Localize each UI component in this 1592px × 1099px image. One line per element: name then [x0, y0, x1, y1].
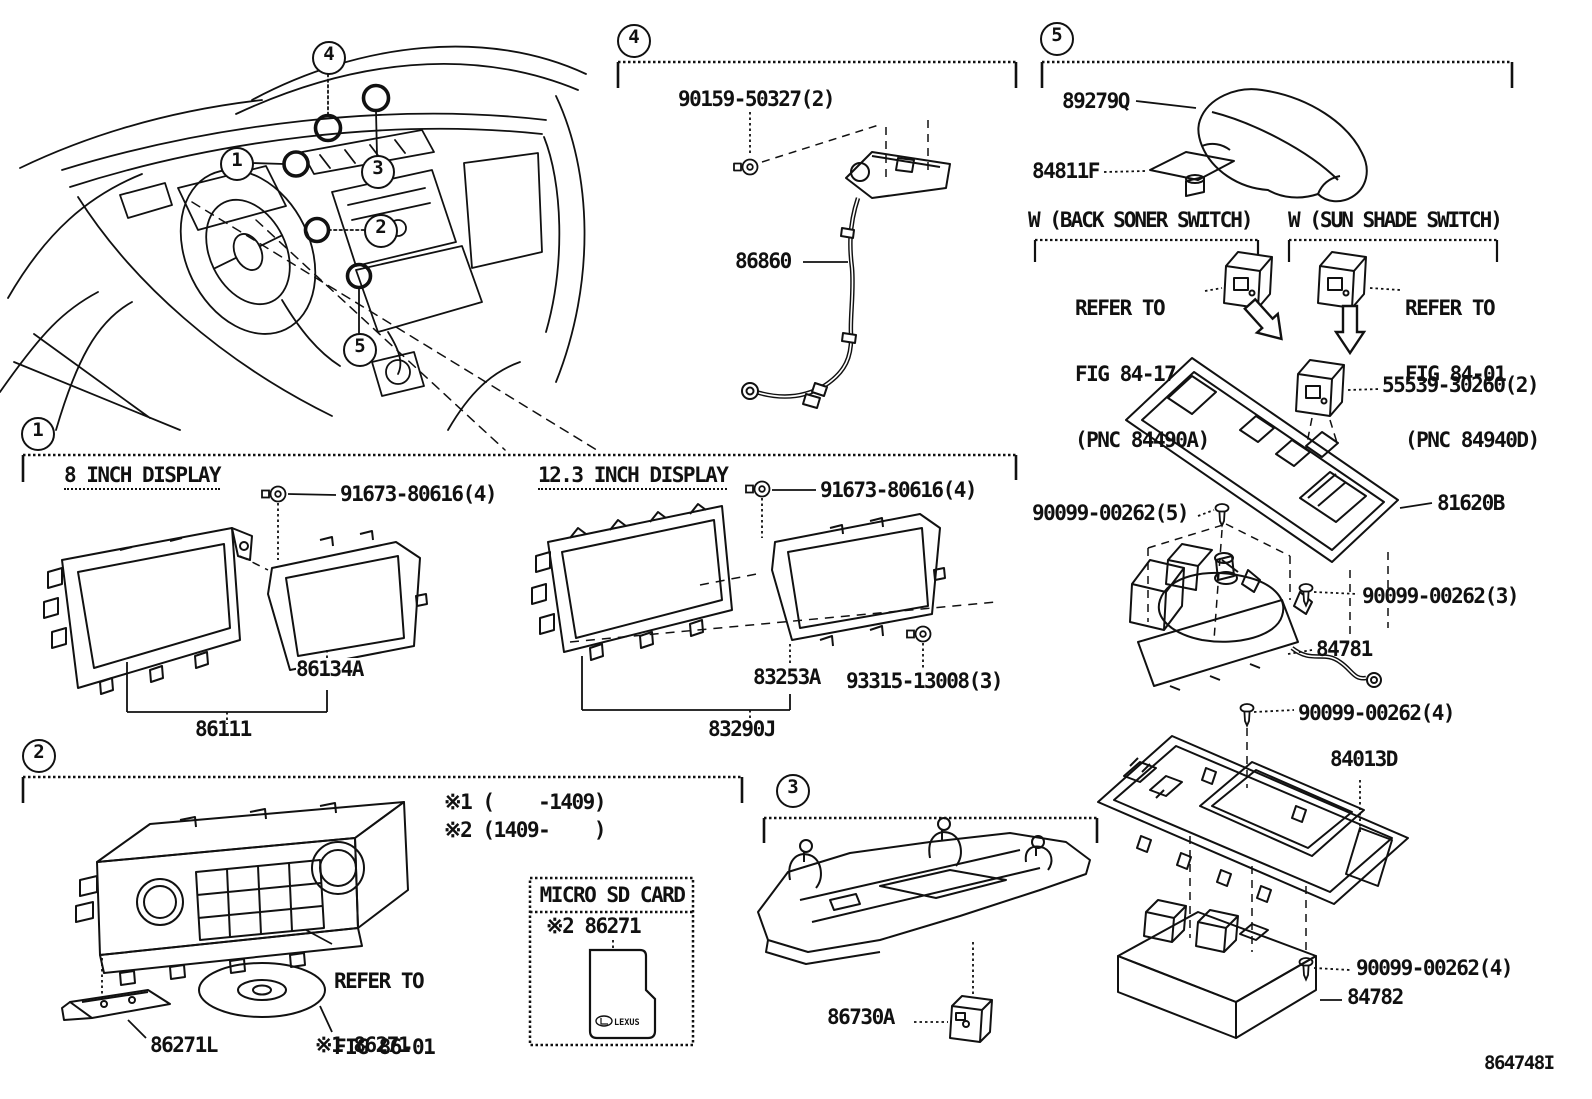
refer-line: FIG 86-01 — [334, 1035, 436, 1059]
refer-line: REFER TO — [1075, 296, 1166, 320]
section-4-number: 4 — [617, 24, 651, 58]
bracket-86271L-drawing — [61, 958, 171, 1039]
screw-90099-00262-3 — [1298, 583, 1359, 607]
arrow-down-icon — [1334, 304, 1366, 355]
console-tray-84013D-drawing — [1097, 735, 1409, 952]
part-label-86271-disc: ※1 86271 — [315, 1033, 411, 1057]
screw-90099-00262-5 — [1197, 503, 1230, 641]
figure-id: 864748I — [1484, 1052, 1555, 1074]
refer-note-fig84-01: REFER TO FIG 84-01 (PNC 84940D) — [1405, 253, 1540, 473]
part-label-90159: 90159-50327(2) — [678, 87, 836, 111]
refer-line: REFER TO — [334, 969, 425, 993]
junction-block-84782-drawing — [1117, 899, 1342, 1039]
part-label-90099-4-bottom: 90099-00262(4) — [1356, 956, 1514, 980]
section-5-number: 5 — [1040, 22, 1074, 56]
display-unit-86111-drawing — [43, 527, 253, 695]
header-12-3-inch-display: 12.3 INCH DISPLAY — [538, 464, 729, 490]
radio-unit-drawing — [75, 801, 409, 986]
disc-86271-drawing — [198, 962, 333, 1033]
refer-line: (PNC 84490A) — [1075, 428, 1210, 452]
back-sonar-switch-drawing — [1204, 251, 1273, 309]
cover-84811F-drawing — [1103, 151, 1235, 197]
part-label-86860: 86860 — [735, 249, 792, 273]
header-back-sonar-switch: W (BACK SONER SWITCH) — [1028, 208, 1254, 232]
part-label-55539: 55539-30260(2) — [1382, 373, 1540, 397]
screw-90099-00262-4-bottom — [1298, 886, 1351, 981]
note-range-2: ※2 (1409- ) — [444, 818, 606, 842]
part-label-89279Q: 89279Q — [1062, 89, 1130, 113]
overhead-console-drawing — [757, 817, 1091, 1000]
dash-callout-5: 5 — [343, 333, 377, 367]
section-1-number: 1 — [21, 417, 55, 451]
screw-91673-right — [745, 480, 816, 538]
screw-91673-left — [239, 485, 337, 571]
refer-line: FIG 84-17 — [1075, 362, 1177, 386]
part-label-90099-3: 90099-00262(3) — [1362, 584, 1520, 608]
part-label-84013D: 84013D — [1330, 747, 1398, 771]
bezel-83253A-drawing — [771, 513, 946, 647]
part-label-84811F: 84811F — [1032, 159, 1100, 183]
part-label-90099-4-top: 90099-00262(4) — [1298, 701, 1456, 725]
switch-86730A-drawing — [914, 995, 993, 1043]
bezel-86134A-drawing — [267, 530, 428, 675]
dash-callout-3: 3 — [361, 155, 395, 189]
refer-line: (PNC 84940D) — [1405, 428, 1540, 452]
sd-logo-text: LEXUS — [614, 1018, 640, 1028]
refer-line: REFER TO — [1405, 296, 1496, 320]
part-label-86134A: 86134A — [296, 657, 364, 681]
display-unit-83290J-drawing — [531, 503, 733, 661]
section-2-number: 2 — [22, 739, 56, 773]
part-label-83290J: 83290J — [708, 717, 776, 741]
refer-note-fig84-17: REFER TO FIG 84-17 (PNC 84490A) — [1075, 253, 1210, 473]
micro-sd-box: LEXUS — [528, 876, 695, 1047]
console-plate-81620B-drawing — [1125, 357, 1433, 636]
header-sun-shade-switch: W (SUN SHADE SWITCH) — [1288, 208, 1503, 232]
section-3-number: 3 — [776, 774, 810, 808]
harness-86860-drawing — [733, 112, 951, 409]
switch-assy-84781-drawing — [1129, 523, 1382, 691]
part-label-90099-5: 90099-00262(5) — [1032, 501, 1190, 525]
section-brackets — [21, 60, 1514, 843]
header-8-inch-display: 8 INCH DISPLAY — [64, 464, 222, 490]
part-label-84781: 84781 — [1316, 637, 1373, 661]
note-range-1: ※1 ( -1409) — [444, 790, 606, 814]
screw-93315 — [906, 625, 932, 668]
part-label-86271-sd: ※2 86271 — [546, 914, 642, 938]
part-label-86271L: 86271L — [150, 1033, 218, 1057]
dash-callout-1: 1 — [220, 147, 254, 181]
micro-sd-card-drawing — [588, 948, 657, 1040]
part-label-86730A: 86730A — [827, 1005, 895, 1029]
projection-dashes-s1 — [569, 572, 997, 643]
refer-note-fig86-01: REFER TO FIG 86-01 (PNC 86130A) — [334, 926, 468, 1099]
refer-line: FIG 84-01 — [1405, 362, 1507, 386]
switch-55539-drawing — [1295, 359, 1381, 449]
part-label-86111: 86111 — [195, 717, 252, 741]
part-label-81620B: 81620B — [1437, 491, 1505, 515]
merge-bracket-83290J — [581, 644, 791, 722]
merge-bracket-86111 — [126, 650, 328, 724]
dashboard-illustration — [0, 45, 601, 453]
micro-sd-card-title: MICRO SD CARD — [539, 883, 686, 907]
part-label-84782: 84782 — [1347, 985, 1404, 1009]
part-label-83253A: 83253A — [753, 665, 821, 689]
dash-callout-2: 2 — [364, 214, 398, 248]
part-label-93315: 93315-13008(3) — [846, 669, 1004, 693]
sun-shade-switch-drawing — [1317, 251, 1401, 309]
part-label-91673-left: 91673-80616(4) — [340, 482, 498, 506]
part-label-91673-right: 91673-80616(4) — [820, 478, 978, 502]
armrest-lid-89279Q-drawing — [1135, 88, 1368, 203]
dash-callout-4: 4 — [312, 41, 346, 75]
